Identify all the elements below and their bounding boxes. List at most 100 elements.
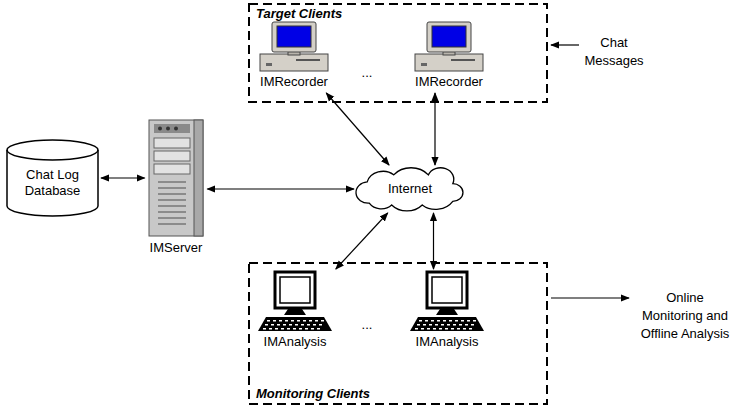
keyboard-key bbox=[301, 324, 304, 326]
keyboard-key bbox=[263, 328, 266, 330]
vent-slot bbox=[158, 199, 186, 201]
keyboard-key bbox=[281, 328, 284, 330]
vent-slot bbox=[158, 211, 186, 213]
monitor-terminal-outline bbox=[402, 270, 492, 334]
vent-slot bbox=[158, 181, 186, 183]
tower-side bbox=[194, 120, 203, 236]
cylinder-rim bbox=[7, 150, 98, 160]
keyboard-key bbox=[473, 320, 476, 322]
monitor-stand bbox=[284, 309, 306, 315]
keyboard-key bbox=[285, 320, 288, 322]
monitor-body bbox=[272, 22, 316, 52]
input-arrow bbox=[551, 44, 579, 45]
panel-light bbox=[166, 127, 170, 131]
vent-slot bbox=[158, 223, 186, 225]
monitor-screen bbox=[277, 26, 311, 47]
client-computer: IMRecorder bbox=[405, 20, 493, 92]
keyboard-key bbox=[453, 324, 456, 326]
panel-light bbox=[158, 127, 162, 131]
keyboard-key bbox=[317, 328, 320, 330]
keyboard-key bbox=[449, 320, 452, 322]
keyboard-key bbox=[445, 328, 448, 330]
monitor-body bbox=[427, 22, 471, 52]
keyboard-key bbox=[455, 320, 458, 322]
keyboard-key bbox=[279, 320, 282, 322]
node-label: Internet bbox=[388, 181, 432, 197]
power-button bbox=[421, 63, 427, 66]
client-computer: IMRecorder bbox=[250, 20, 338, 92]
node-label: Chat Log Database bbox=[13, 167, 93, 199]
keyboard-key bbox=[469, 328, 472, 330]
flow-note: Online Monitoring and Offline Analysis bbox=[636, 289, 734, 343]
ellipsis-label: ... bbox=[355, 64, 379, 82]
keyboard-key bbox=[291, 320, 294, 322]
keyboard-key bbox=[295, 324, 298, 326]
monitor-screen bbox=[432, 26, 466, 47]
dashed-border bbox=[249, 4, 547, 102]
group-heading: Monitoring Clients bbox=[256, 386, 370, 402]
monitor-screen bbox=[280, 277, 310, 303]
monitor-terminal: IMAnalysis bbox=[402, 270, 492, 356]
flow-note: Chat Messages bbox=[582, 34, 646, 70]
keyboard-key bbox=[465, 324, 468, 326]
keyboard-key bbox=[293, 328, 296, 330]
keyboard-key bbox=[441, 324, 444, 326]
connector-arrow bbox=[101, 177, 145, 178]
connector-arrow bbox=[336, 213, 388, 269]
keyboard-key bbox=[321, 320, 324, 322]
keyboard-key bbox=[459, 324, 462, 326]
keyboard-key bbox=[273, 320, 276, 322]
node-label: IMRecorder bbox=[415, 74, 483, 90]
network-cloud: Internet bbox=[355, 166, 465, 212]
connector-arrow bbox=[433, 213, 434, 269]
keyboard-key bbox=[315, 320, 318, 322]
dashed-border bbox=[249, 263, 547, 404]
keyboard-key bbox=[415, 328, 418, 330]
drive-bay bbox=[154, 151, 190, 161]
keyboard-key bbox=[267, 320, 270, 322]
keyboard-key bbox=[457, 328, 460, 330]
ellipsis-label: ... bbox=[355, 316, 379, 334]
keyboard-key bbox=[467, 320, 470, 322]
keyboard-key bbox=[297, 320, 300, 322]
keyboard-key bbox=[421, 328, 424, 330]
keyboard bbox=[410, 317, 484, 331]
monitor-terminal: IMAnalysis bbox=[250, 270, 340, 356]
keyboard-key bbox=[319, 324, 322, 326]
node-label: IMAnalysis bbox=[416, 334, 479, 350]
node-label: IMAnalysis bbox=[264, 334, 327, 350]
keyboard-key bbox=[443, 320, 446, 322]
keyboard-key bbox=[271, 324, 274, 326]
vent-slot bbox=[158, 193, 186, 195]
power-button bbox=[266, 63, 272, 66]
cloud-outline bbox=[356, 168, 463, 211]
keyboard-key bbox=[471, 324, 474, 326]
server-tower: IMServer bbox=[146, 118, 207, 258]
keyboard-key bbox=[461, 320, 464, 322]
keyboard-key bbox=[425, 320, 428, 322]
keyboard-key bbox=[313, 324, 316, 326]
keyboard-key bbox=[311, 328, 314, 330]
drive-bay bbox=[154, 164, 190, 174]
client-computer-outline bbox=[405, 20, 493, 74]
keyboard-key bbox=[451, 328, 454, 330]
keyboard bbox=[258, 317, 332, 331]
client-group: Monitoring Clients IMAnalysis IMAnalysis bbox=[248, 262, 548, 405]
keyboard-key bbox=[437, 320, 440, 322]
monitor-stand bbox=[436, 309, 458, 315]
client-group: Target ClientsIMRecorderIMRecorder bbox=[248, 3, 548, 103]
cylinder-body bbox=[7, 140, 98, 216]
keyboard-key bbox=[277, 324, 280, 326]
keyboard-key bbox=[427, 328, 430, 330]
connector-arrow bbox=[326, 93, 389, 165]
keyboard-key bbox=[439, 328, 442, 330]
keyboard-key bbox=[309, 320, 312, 322]
keyboard-key bbox=[433, 328, 436, 330]
tower-case bbox=[149, 120, 203, 236]
monitor-body bbox=[427, 272, 467, 308]
output-arrow bbox=[551, 297, 629, 298]
vent-slot bbox=[158, 205, 186, 207]
server-tower-outline bbox=[146, 118, 206, 240]
group-heading: Target Clients bbox=[256, 6, 342, 22]
